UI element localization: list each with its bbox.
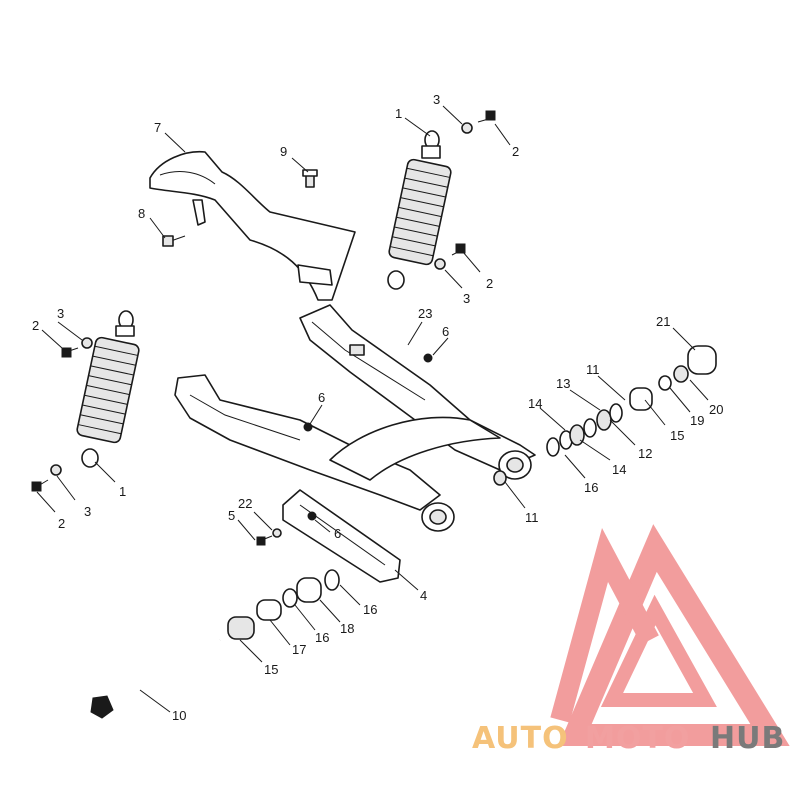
callout-1-top: 1	[395, 106, 402, 121]
callout-13: 13	[556, 376, 570, 391]
leader-lines	[36, 105, 709, 713]
logo-triangle-inner	[600, 594, 717, 707]
bolt-2-left-bot	[31, 479, 49, 492]
chain-guard	[149, 150, 356, 301]
callout-11-lower: 11	[525, 510, 539, 525]
shock-absorber-right	[387, 130, 452, 290]
logo-word-hub: HUB	[710, 721, 785, 756]
callout-8: 8	[138, 206, 145, 221]
bolt-8	[162, 235, 186, 247]
callout-5: 5	[228, 508, 235, 523]
callout-23: 23	[418, 306, 432, 321]
callout-22: 22	[238, 496, 252, 511]
callout-15-right: 15	[670, 428, 684, 443]
logo-triangle-outer	[558, 524, 790, 746]
bearing-stack-right	[546, 345, 717, 457]
bearing-stack-lower	[227, 569, 340, 640]
callout-2-mid: 2	[486, 276, 493, 291]
callout-3-left-top: 3	[57, 306, 64, 321]
callout-16-lower-mid: 16	[315, 630, 329, 645]
logo-word-auto: AUTO	[472, 721, 569, 756]
washer-3-left-top	[81, 337, 93, 349]
callout-12: 12	[638, 446, 652, 461]
bolt-2-left-top	[61, 347, 79, 358]
washer-3-left-bot	[50, 464, 62, 476]
shock-absorber-left	[76, 310, 140, 468]
callout-3-top: 3	[433, 92, 440, 107]
callout-4: 4	[420, 588, 427, 603]
autmotohub-logo-mark	[550, 524, 790, 746]
callout-2-top: 2	[512, 144, 519, 159]
callout-1-left: 1	[119, 484, 126, 499]
callout-7: 7	[154, 120, 161, 135]
bolt-5	[256, 535, 273, 546]
callout-10: 10	[172, 708, 186, 723]
callout-2-left-top: 2	[32, 318, 39, 333]
callout-21: 21	[656, 314, 670, 329]
callout-14-left: 14	[528, 396, 542, 411]
callout-6-middle: 6	[318, 390, 325, 405]
washer-3-top	[461, 122, 473, 134]
logo-word-moto: MOTO	[585, 721, 690, 756]
callout-3-mid: 3	[463, 291, 470, 306]
callout-9: 9	[280, 144, 287, 159]
bolt-2-top	[477, 110, 496, 123]
chain-adjuster-plate	[282, 489, 401, 583]
washer-3-mid	[434, 258, 446, 270]
callout-20: 20	[709, 402, 723, 417]
callout-16-right: 16	[584, 480, 598, 495]
callout-16-lower-right: 16	[363, 602, 377, 617]
swingarm	[174, 304, 536, 532]
callout-11-upper: 11	[586, 362, 600, 377]
logo-m-stroke	[550, 527, 659, 723]
callout-15-lower: 15	[264, 662, 278, 677]
washer-22	[272, 528, 282, 538]
swingarm-axle	[90, 639, 221, 719]
bolt-2-mid	[451, 243, 466, 256]
bushing-11-right-lower	[493, 470, 507, 486]
callout-3-left-bot: 3	[84, 504, 91, 519]
callout-6-lower: 6	[334, 526, 341, 541]
callout-2-left-bot: 2	[58, 516, 65, 531]
callout-6-upper: 6	[442, 324, 449, 339]
callout-14-right: 14	[612, 462, 626, 477]
callout-18: 18	[340, 621, 354, 636]
callout-19: 19	[690, 413, 704, 428]
bolt-9	[302, 169, 318, 188]
callout-17: 17	[292, 642, 306, 657]
